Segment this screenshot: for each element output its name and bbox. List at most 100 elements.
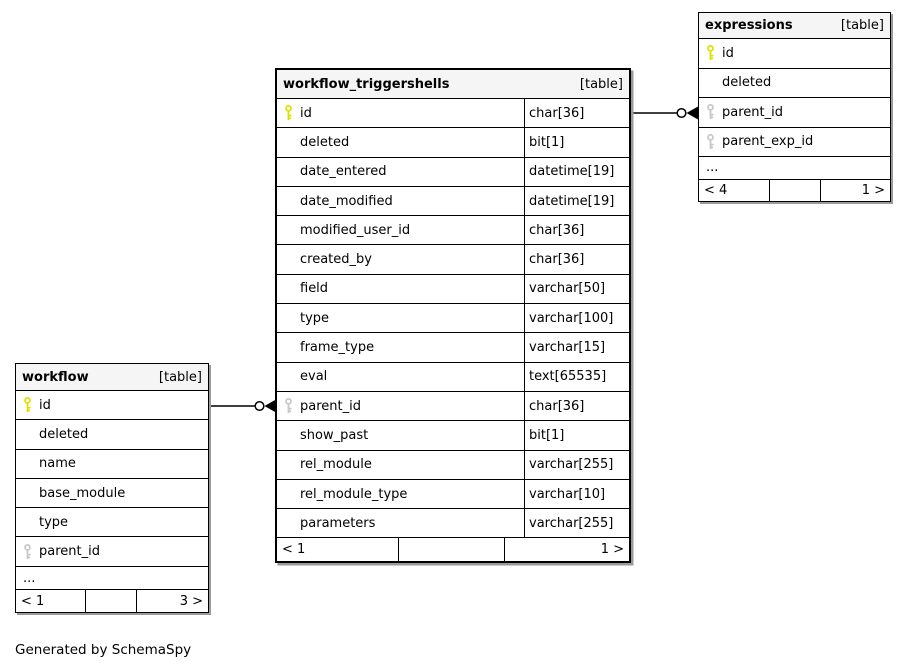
column-row: id char[36] <box>277 99 629 129</box>
column-row: base_module <box>16 479 208 509</box>
footer-middle-cell <box>86 590 137 613</box>
footer-middle-cell <box>399 538 505 562</box>
column-row: eval text[65535] <box>277 362 629 392</box>
table-title: workflow_triggershells <box>283 76 450 92</box>
column-name: parent_id <box>722 104 783 120</box>
foreign-key-icon <box>282 398 295 414</box>
column-row: id <box>699 39 890 69</box>
table-header: expressions [table] <box>699 13 890 39</box>
column-row: modified_user_id char[36] <box>277 216 629 246</box>
column-row: parent_exp_id <box>699 128 890 157</box>
table-title: workflow <box>22 369 89 385</box>
column-name: show_past <box>300 427 369 443</box>
column-name: parent_id <box>39 544 100 560</box>
column-name: date_modified <box>300 193 393 209</box>
column-name: eval <box>300 369 328 385</box>
table-tag: [table] <box>840 18 884 33</box>
hidden-columns-ellipsis: ... <box>16 567 208 591</box>
table-tag: [table] <box>158 369 202 385</box>
column-row: parent_id <box>16 537 208 567</box>
column-name: frame_type <box>300 340 375 356</box>
column-name: id <box>300 105 312 121</box>
table-footer: < 4 1 > <box>699 179 890 201</box>
footer-children-count: 1 > <box>600 542 624 558</box>
table-title: expressions <box>705 18 793 33</box>
zero-cardinality-circle <box>676 107 687 119</box>
column-name: date_entered <box>300 164 387 180</box>
column-type: text[65535] <box>524 362 629 391</box>
primary-key-icon <box>704 45 717 61</box>
foreign-key-icon <box>21 543 34 560</box>
column-type: char[36] <box>524 391 629 421</box>
column-name: deleted <box>300 134 350 150</box>
primary-key-icon <box>282 105 295 121</box>
column-name: created_by <box>300 252 372 268</box>
column-name: parameters <box>300 515 376 531</box>
column-name: rel_module_type <box>300 486 408 502</box>
table-header: workflow_triggershells [table] <box>277 70 629 99</box>
column-row: id <box>16 391 208 421</box>
footer-parents-count: < 1 <box>16 590 86 613</box>
column-type: char[36] <box>524 99 629 128</box>
table-tag: [table] <box>579 76 623 92</box>
column-row: field varchar[50] <box>277 274 629 305</box>
primary-key-icon <box>21 397 34 413</box>
column-name: deleted <box>722 75 772 91</box>
column-row: date_entered datetime[19] <box>277 157 629 187</box>
column-name: id <box>39 397 51 413</box>
column-name: modified_user_id <box>300 222 411 238</box>
column-name: parent_exp_id <box>722 134 814 150</box>
column-type: varchar[10] <box>524 479 629 509</box>
relationship-workflow-to-triggershells <box>209 399 276 413</box>
column-type: char[36] <box>524 245 629 274</box>
column-name: rel_module <box>300 457 372 473</box>
column-row: type <box>16 508 208 538</box>
column-rows: id deleted parent_id parent_exp_id <box>699 39 890 157</box>
column-row: name <box>16 450 208 479</box>
column-name: field <box>300 281 329 297</box>
column-row: rel_module_type varchar[10] <box>277 479 629 510</box>
footer-children-count: 3 > <box>179 593 203 609</box>
column-row: deleted <box>699 69 890 98</box>
column-name: id <box>722 45 734 61</box>
table-footer: < 1 1 > <box>277 538 629 562</box>
column-type: char[36] <box>524 216 629 245</box>
column-row: deleted <box>16 420 208 450</box>
column-type: datetime[19] <box>524 157 629 186</box>
table-node-workflow-triggershells[interactable]: workflow_triggershells [table] id char[36… <box>275 68 631 564</box>
column-row: deleted bit[1] <box>277 128 629 158</box>
column-type: varchar[100] <box>524 304 629 333</box>
column-row: parent_id <box>699 98 890 128</box>
generated-by-caption: Generated by SchemaSpy <box>15 642 192 658</box>
relationship-triggershells-to-expressions <box>632 106 698 120</box>
column-row: rel_module varchar[255] <box>277 450 629 480</box>
zero-cardinality-circle <box>254 400 265 412</box>
column-type: varchar[50] <box>524 274 629 304</box>
column-name: type <box>39 514 69 530</box>
column-type: datetime[19] <box>524 186 629 216</box>
column-name: parent_id <box>300 398 361 414</box>
column-row: parent_id char[36] <box>277 391 629 422</box>
footer-parents-count: < 4 <box>699 179 770 201</box>
footer-parents-count: < 1 <box>277 538 399 562</box>
table-node-workflow[interactable]: workflow [table] id deleted name base_modul… <box>15 363 209 614</box>
column-name: base_module <box>39 485 126 501</box>
column-type: varchar[255] <box>524 450 629 479</box>
footer-children-count: 1 > <box>861 182 885 198</box>
table-header: workflow [table] <box>16 364 208 391</box>
column-row: date_modified datetime[19] <box>277 186 629 217</box>
column-name: deleted <box>39 426 89 442</box>
column-name: name <box>39 456 76 472</box>
hidden-columns-ellipsis: ... <box>699 157 890 180</box>
column-type: bit[1] <box>524 421 629 450</box>
column-row: created_by char[36] <box>277 245 629 275</box>
foreign-key-icon <box>704 133 717 150</box>
column-type: bit[1] <box>524 128 629 157</box>
column-row: show_past bit[1] <box>277 421 629 451</box>
footer-middle-cell <box>770 179 821 201</box>
